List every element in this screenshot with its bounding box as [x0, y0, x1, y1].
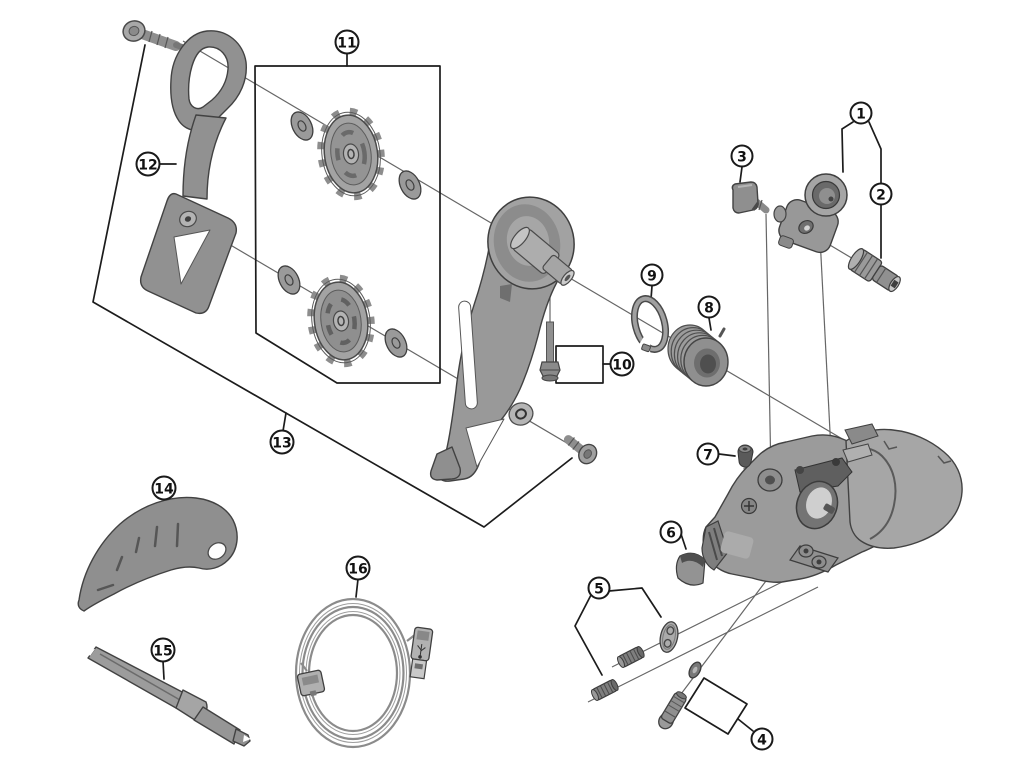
leader-6: [680, 533, 687, 550]
svg-text:2: 2: [876, 188, 886, 204]
part-1-bracket-axle-unit: [773, 173, 848, 254]
part-16-ew-wire: [294, 597, 434, 749]
callouts: 1 2 3 4 5 6 7 8: [135, 29, 893, 751]
callout-13: 13: [269, 429, 295, 455]
svg-text:7: 7: [703, 448, 713, 464]
svg-text:6: 6: [666, 526, 676, 542]
pulley-tension: [307, 274, 375, 368]
part-10-cage-bolt: [539, 321, 561, 382]
washer-4: [384, 328, 408, 358]
part-outer-cage-plate: [429, 196, 575, 482]
part-15-plug-tool: [87, 646, 251, 747]
svg-text:4: 4: [757, 733, 767, 749]
leader-4: [737, 718, 754, 732]
svg-text:14: 14: [154, 482, 174, 498]
leader-8: [708, 317, 712, 331]
callout-4: 4: [750, 727, 774, 751]
leader-13: [282, 412, 287, 432]
leader-15: [162, 660, 165, 680]
svg-text:11: 11: [337, 36, 356, 52]
axis-setscrew-b: [587, 586, 819, 703]
group-brackets: [92, 44, 882, 735]
svg-text:13: 13: [272, 436, 291, 452]
leader-3: [739, 166, 743, 183]
bracket-13-cage-group: [92, 44, 573, 528]
svg-text:5: 5: [594, 582, 604, 598]
part-5-clamp-plate: [659, 621, 679, 653]
part-pulley-bolt-bottom: [563, 435, 598, 465]
callout-5: 5: [587, 576, 611, 600]
part-6-wedge: [675, 552, 706, 586]
callout-9: 9: [640, 263, 664, 287]
washer-1: [290, 111, 314, 141]
callout-14: 14: [151, 475, 177, 501]
bracket-1-right: [868, 121, 882, 185]
washer-2: [398, 170, 422, 200]
svg-text:10: 10: [612, 358, 632, 374]
box-11-pulley-group: [254, 65, 441, 384]
callout-15: 15: [150, 637, 176, 663]
part-14-guide-plate: [77, 496, 238, 612]
callout-8: 8: [697, 295, 721, 319]
bracket-5-right: [608, 587, 662, 618]
callout-11: 11: [334, 29, 360, 55]
axis-stopper-screw: [765, 213, 772, 478]
box-10-bolt-group: [555, 345, 604, 384]
part-7-cap: [737, 444, 754, 468]
callout-16: 16: [345, 555, 371, 581]
callout-10: 10: [609, 351, 635, 377]
svg-text:8: 8: [704, 301, 714, 317]
callout-7: 7: [696, 442, 720, 466]
svg-text:1: 1: [856, 107, 866, 123]
part-3-stopper-plate: [731, 181, 770, 214]
leader-16: [355, 578, 359, 598]
leader-7: [718, 453, 736, 457]
part-12-inner-plate: [139, 30, 247, 315]
callout-6: 6: [659, 520, 683, 544]
bracket-5-left: [574, 594, 603, 676]
part-2-bushing: [847, 248, 901, 293]
axis-setscrew-a: [611, 569, 807, 668]
part-5-setscrew-b: [590, 679, 619, 701]
svg-text:15: 15: [153, 644, 172, 660]
usb-icon: [417, 643, 426, 659]
wire-plug: [296, 669, 326, 697]
callout-3: 3: [730, 144, 754, 168]
cage-shaft: [510, 226, 575, 286]
part-5-setscrew-a: [616, 646, 645, 668]
part-8-spring: [667, 324, 729, 387]
part-pulley-bolt-top: [122, 20, 185, 51]
svg-text:3: 3: [737, 150, 747, 166]
box-4-bolt-group: [684, 677, 748, 735]
pulley-guide: [317, 107, 385, 201]
svg-text:9: 9: [647, 269, 657, 285]
svg-text:12: 12: [138, 158, 157, 174]
callout-2: 2: [869, 182, 893, 206]
svg-text:16: 16: [348, 562, 367, 578]
callout-12: 12: [135, 151, 161, 177]
bracket-1-left: [841, 121, 854, 173]
usb-plug: [409, 626, 434, 680]
washer-3: [277, 265, 301, 295]
part-9-snap-ring: [630, 295, 670, 356]
part-4-bolt: [658, 691, 687, 730]
callout-1: 1: [849, 101, 873, 125]
part-4-washer: [688, 661, 702, 679]
part-derailleur-body: [701, 423, 963, 583]
